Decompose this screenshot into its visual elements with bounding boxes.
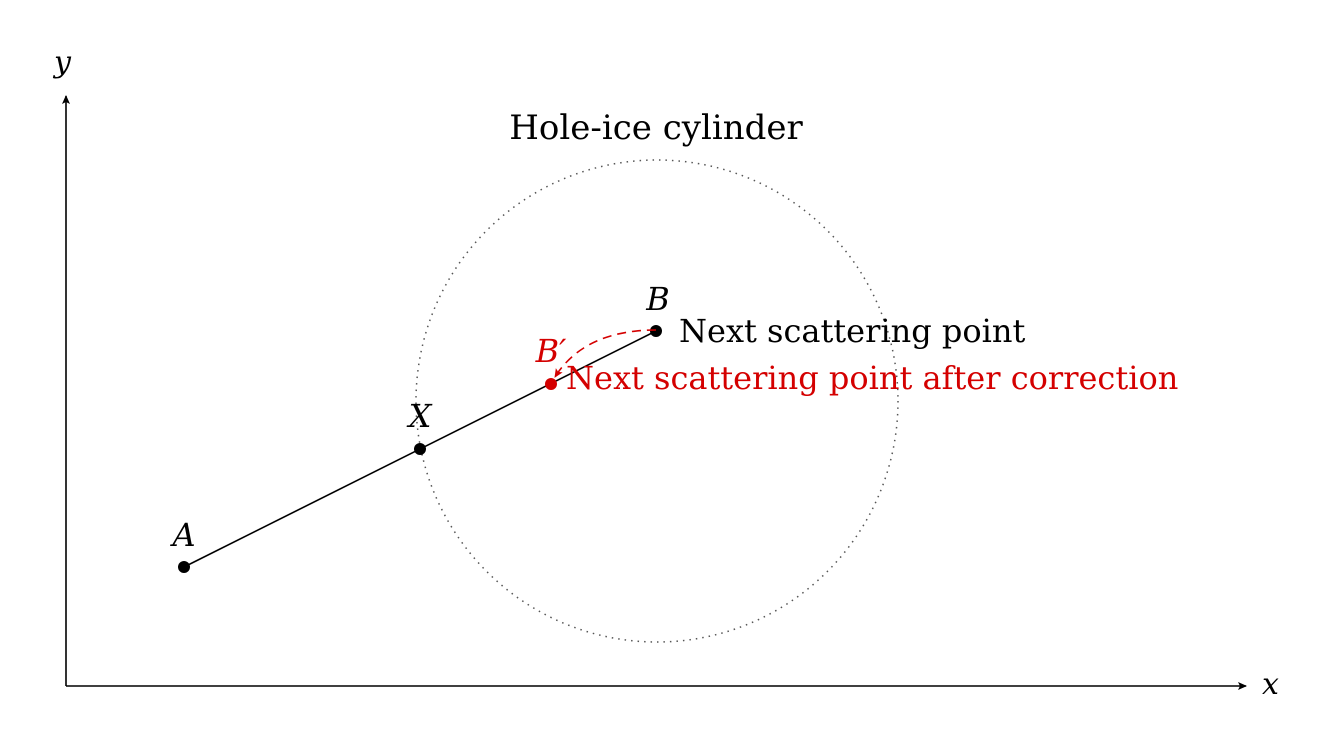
- point-b: [650, 325, 662, 337]
- y-axis-label: y: [52, 45, 72, 80]
- point-b-prime-description: Next scattering point after correction: [566, 359, 1178, 397]
- cylinder-label: Hole-ice cylinder: [509, 108, 803, 148]
- x-axis-label: x: [1262, 667, 1279, 702]
- point-b-description: Next scattering point: [679, 312, 1025, 350]
- hole-ice-cylinder: [415, 159, 899, 643]
- point-a-label: A: [169, 516, 195, 554]
- point-a: [178, 561, 190, 573]
- point-x: [414, 443, 426, 455]
- point-b-prime-label: B′: [535, 332, 568, 370]
- point-x-label: X: [406, 397, 433, 435]
- correction-arrow: [554, 329, 657, 378]
- point-b-prime: [545, 378, 557, 390]
- point-b-label: B: [645, 280, 670, 318]
